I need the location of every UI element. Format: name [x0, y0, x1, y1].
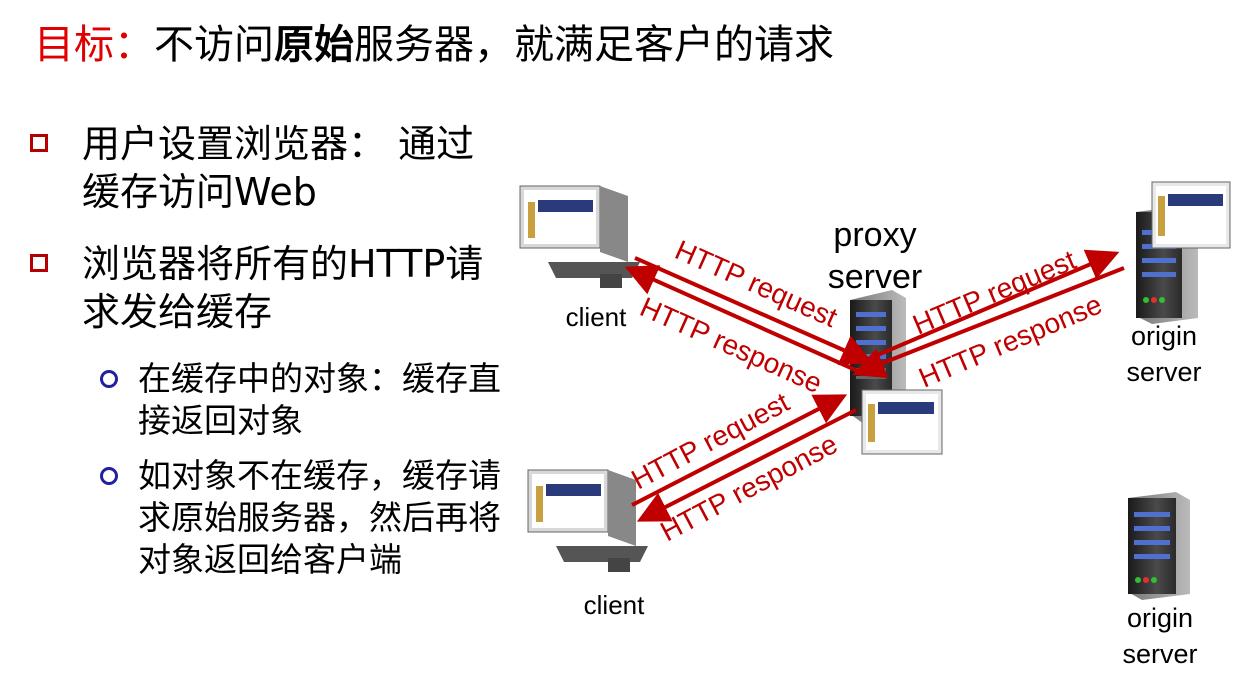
title-lead: 目标： [34, 22, 154, 68]
bullet-1-text: 用户设置浏览器： 通过缓存访问Web [82, 122, 475, 214]
proxy-label-line-1: proxy [833, 216, 917, 254]
proxy-server-label: proxy server [815, 214, 935, 298]
arrow-client2-response [636, 408, 857, 522]
proxy-label-line-2: server [827, 258, 923, 296]
arrow-origin-response [852, 266, 1125, 379]
arrow-origin-request [865, 249, 1120, 362]
sub-bullet-1: 在缓存中的对象：缓存直接返回对象 [100, 358, 508, 442]
arrow-client2-request [631, 394, 848, 507]
title-text-b: 原始 [274, 22, 354, 68]
title-text-c: 服务器，就满足客户的请求 [354, 22, 834, 68]
bullet-1: 用户设置浏览器： 通过缓存访问Web [30, 120, 502, 216]
bullet-2-text: 浏览器将所有的HTTP请求发给缓存 [82, 242, 484, 334]
slide-title: 目标：不访问原始服务器，就满足客户的请求 [34, 12, 834, 70]
bullet-2: 浏览器将所有的HTTP请求发给缓存 [30, 240, 502, 336]
sub-bullet-2: 如对象不在缓存，缓存请求原始服务器，然后再将对象返回给客户端 [100, 455, 508, 581]
origin-label-line-2: server [1122, 639, 1198, 669]
square-bullet-icon [30, 134, 48, 152]
client-label: client [583, 590, 645, 620]
circle-bullet-icon [100, 467, 118, 485]
web-page-icon [861, 389, 943, 455]
sub-bullet-1-text: 在缓存中的对象：缓存直接返回对象 [138, 359, 501, 440]
arrow-client-request [634, 256, 874, 365]
sub-bullet-2-text: 如对象不在缓存，缓存请求原始服务器，然后再将对象返回给客户端 [138, 456, 501, 579]
title-text-a: 不访问 [154, 22, 274, 68]
client-computer-icon [519, 185, 640, 288]
client-label: client [565, 302, 627, 332]
origin-label-line-2: server [1126, 357, 1202, 387]
origin-server-label: origin server [1108, 600, 1212, 672]
origin-server-label: origin server [1112, 318, 1216, 390]
client-computer-icon [527, 469, 648, 572]
origin-label-line-1: origin [1130, 321, 1198, 351]
origin-server-icon [1128, 492, 1190, 600]
circle-bullet-icon [100, 370, 118, 388]
web-page-icon [1151, 181, 1231, 249]
arrow-client-response [624, 265, 861, 374]
square-bullet-icon [30, 254, 48, 272]
origin-label-line-1: origin [1126, 603, 1194, 633]
